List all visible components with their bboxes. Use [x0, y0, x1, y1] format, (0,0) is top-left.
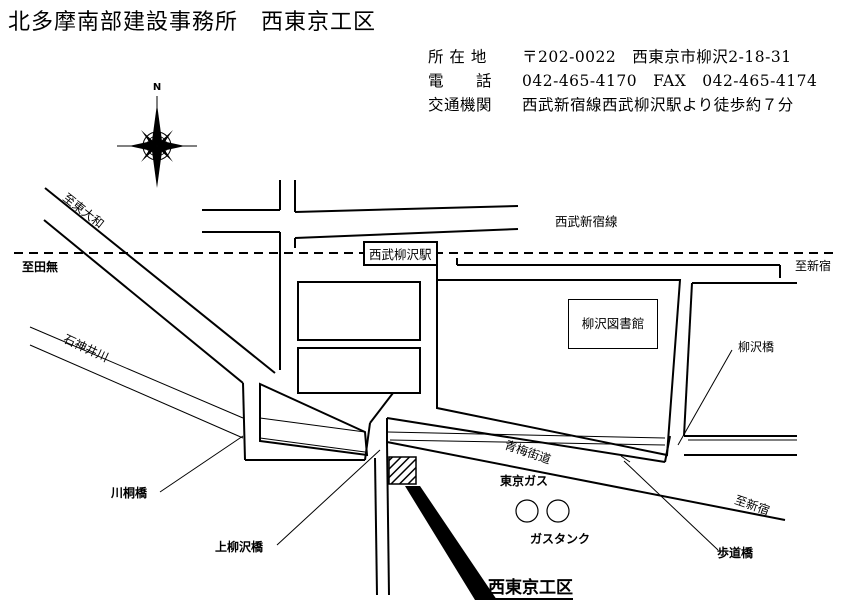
gas-company-label: 東京ガス — [500, 474, 549, 488]
destination-marker-icon — [388, 456, 417, 485]
destination-label: 西東京工区 — [488, 578, 573, 600]
gas-tank-icon — [546, 499, 570, 523]
access-label: 交通機関 — [428, 96, 493, 114]
compass-rose-icon: N — [117, 82, 197, 188]
footbridge-label: 歩道橋 — [717, 546, 754, 560]
gas-tank-icon — [515, 499, 539, 523]
to-shinjuku-rail-label: 至新宿 — [795, 259, 832, 273]
access-value: 西武新宿線西武柳沢駅より徒歩約７分 — [522, 96, 794, 114]
page-title: 北多摩南部建設事務所 西東京工区 — [8, 10, 377, 35]
address-value: 〒202-0022 西東京市柳沢2-18-31 — [522, 48, 792, 66]
destination-pointer — [405, 486, 497, 600]
pointer-lines — [159, 349, 733, 551]
bridge-kamiyanagisawa-label: 上柳沢橋 — [215, 540, 264, 554]
library-label: 柳沢図書館 — [568, 299, 658, 349]
to-tanashi-label: 至田無 — [22, 260, 59, 274]
river — [29, 326, 797, 453]
bridge-yanagisawa-label: 柳沢橋 — [738, 340, 775, 354]
compass-north-label: N — [153, 82, 161, 93]
phone-label: 電 話 — [428, 72, 493, 90]
gas-tank-label: ガスタンク — [530, 532, 591, 546]
address-label: 所 在 地 — [428, 48, 487, 66]
station-label: 西武柳沢駅 — [363, 241, 438, 266]
phone-value: 042-465-4170 FAX 042-465-4174 — [522, 72, 818, 90]
railway-label: 西武新宿線 — [555, 214, 618, 229]
bridge-kawakiri-label: 川桐橋 — [111, 486, 148, 500]
road-outlines — [43, 180, 797, 596]
